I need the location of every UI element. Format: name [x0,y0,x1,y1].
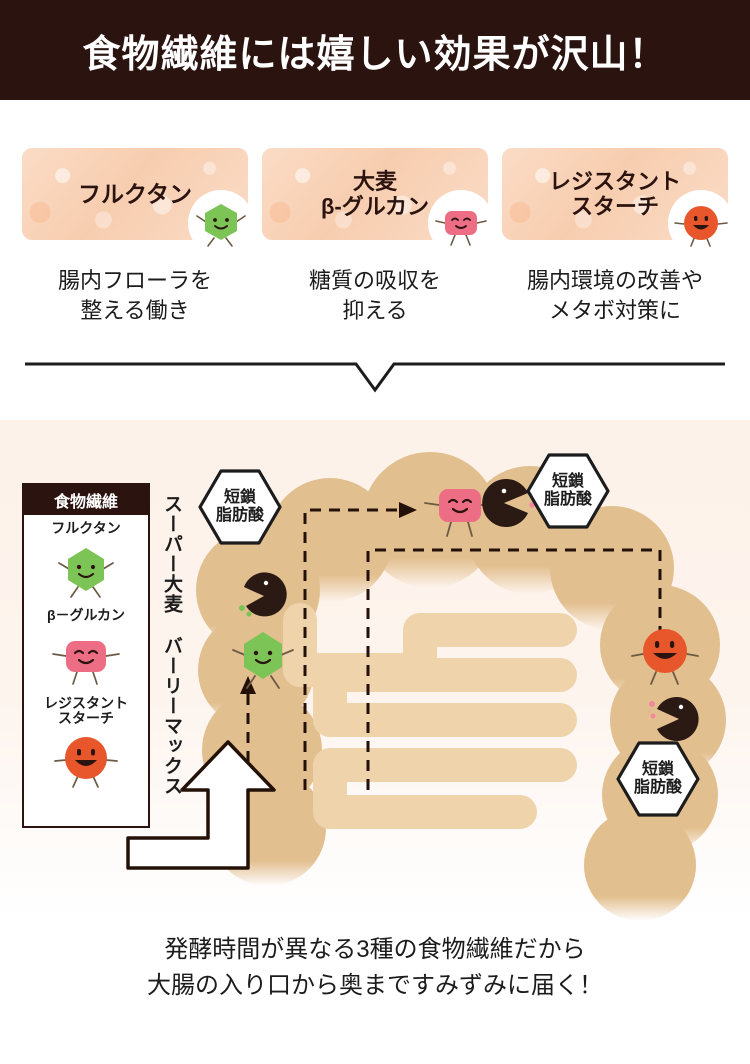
card-caption-fructan: 腸内フローラを 整える働き [57,268,212,323]
scfa-callout-descending: 短鎖 脂肪酸 [615,740,701,818]
scfa-callout-label: 短鎖 脂肪酸 [633,761,682,796]
orange-circle-mascot-icon [668,190,734,256]
pink-square-mascot-icon [428,190,494,256]
footer-line-2: 大腸の入り口から奥まですみずみに届く！ [147,972,603,999]
fiber-card-betaglucan: 大麦 β-グルカン 糖質の吸収 [262,148,494,340]
green-hexagon-mascot-icon [230,622,296,697]
section-divider [0,352,750,400]
legend-item-fructan: フルクタン [26,520,146,604]
fiber-cards-row: フルクタン 腸内フローラを 整える働き [0,100,750,340]
fiber-card-resistantstarch: レジスタント スターチ 腸内環 [502,148,734,340]
legend-box-dietary-fiber: 食物繊維 フルクタン [22,483,150,828]
card-band-resistantstarch: レジスタント スターチ [502,148,734,256]
intestine-diagram-panel: 食物繊維 フルクタン [0,420,750,920]
scfa-callout-ascending: 短鎖 脂肪酸 [197,468,283,546]
card-caption-betaglucan: 糖質の吸収を 抑える [308,268,441,323]
card-caption-resistantstarch: 腸内環境の改善や メタボ対策に [526,268,703,323]
card-label-fructan: フルクタン [77,180,193,207]
scfa-callout-label: 短鎖 脂肪酸 [543,473,592,508]
legend-item-label-fructan: フルクタン [51,520,121,536]
bacteria-pacman-icon [236,568,294,629]
header-bar: 食物繊維には嬉しい効果が沢山！ [0,0,750,100]
legend-item-betaglucan: β－グルカン [26,607,146,692]
legend-item-resistantstarch: レジスタント スターチ [26,694,146,791]
legend-header: 食物繊維 [24,485,148,515]
pink-square-mascot-icon [26,624,146,692]
card-label-betaglucan: 大麦 β-グルカン [320,168,430,219]
entry-arrow [126,740,276,870]
card-band-betaglucan: 大麦 β-グルカン [262,148,494,256]
orange-circle-mascot-icon [630,620,700,693]
flow-dashed-arrows [246,508,662,800]
legend-body: フルクタン [24,515,148,791]
page-title: 食物繊維には嬉しい効果が沢山！ [82,33,668,76]
pink-square-mascot-icon [420,475,500,546]
green-hexagon-mascot-icon [188,190,254,256]
super-barley-vertical-label: スーパー大麦 バーリーマックス [161,494,182,796]
green-hexagon-mascot-icon [26,536,146,604]
legend-item-label-betaglucan: β－グルカン [46,607,126,624]
scfa-callout-transverse: 短鎖 脂肪酸 [525,452,611,530]
card-label-resistantstarch: レジスタント スターチ [548,168,681,219]
orange-circle-mascot-icon [26,727,146,791]
footer-caption: 発酵時間が異なる3種の食物繊維だから 大腸の入り口から奥まですみずみに届く！ [0,932,750,1004]
card-band-fructan: フルクタン [22,148,254,256]
colon-lumen-folds [283,603,577,829]
legend-item-label-resistantstarch: レジスタント スターチ [44,694,128,727]
footer-line-1: 発酵時間が異なる3種の食物繊維だから [164,936,586,963]
scfa-callout-label: 短鎖 脂肪酸 [215,489,264,524]
fiber-card-fructan: フルクタン 腸内フローラを 整える働き [22,148,254,340]
